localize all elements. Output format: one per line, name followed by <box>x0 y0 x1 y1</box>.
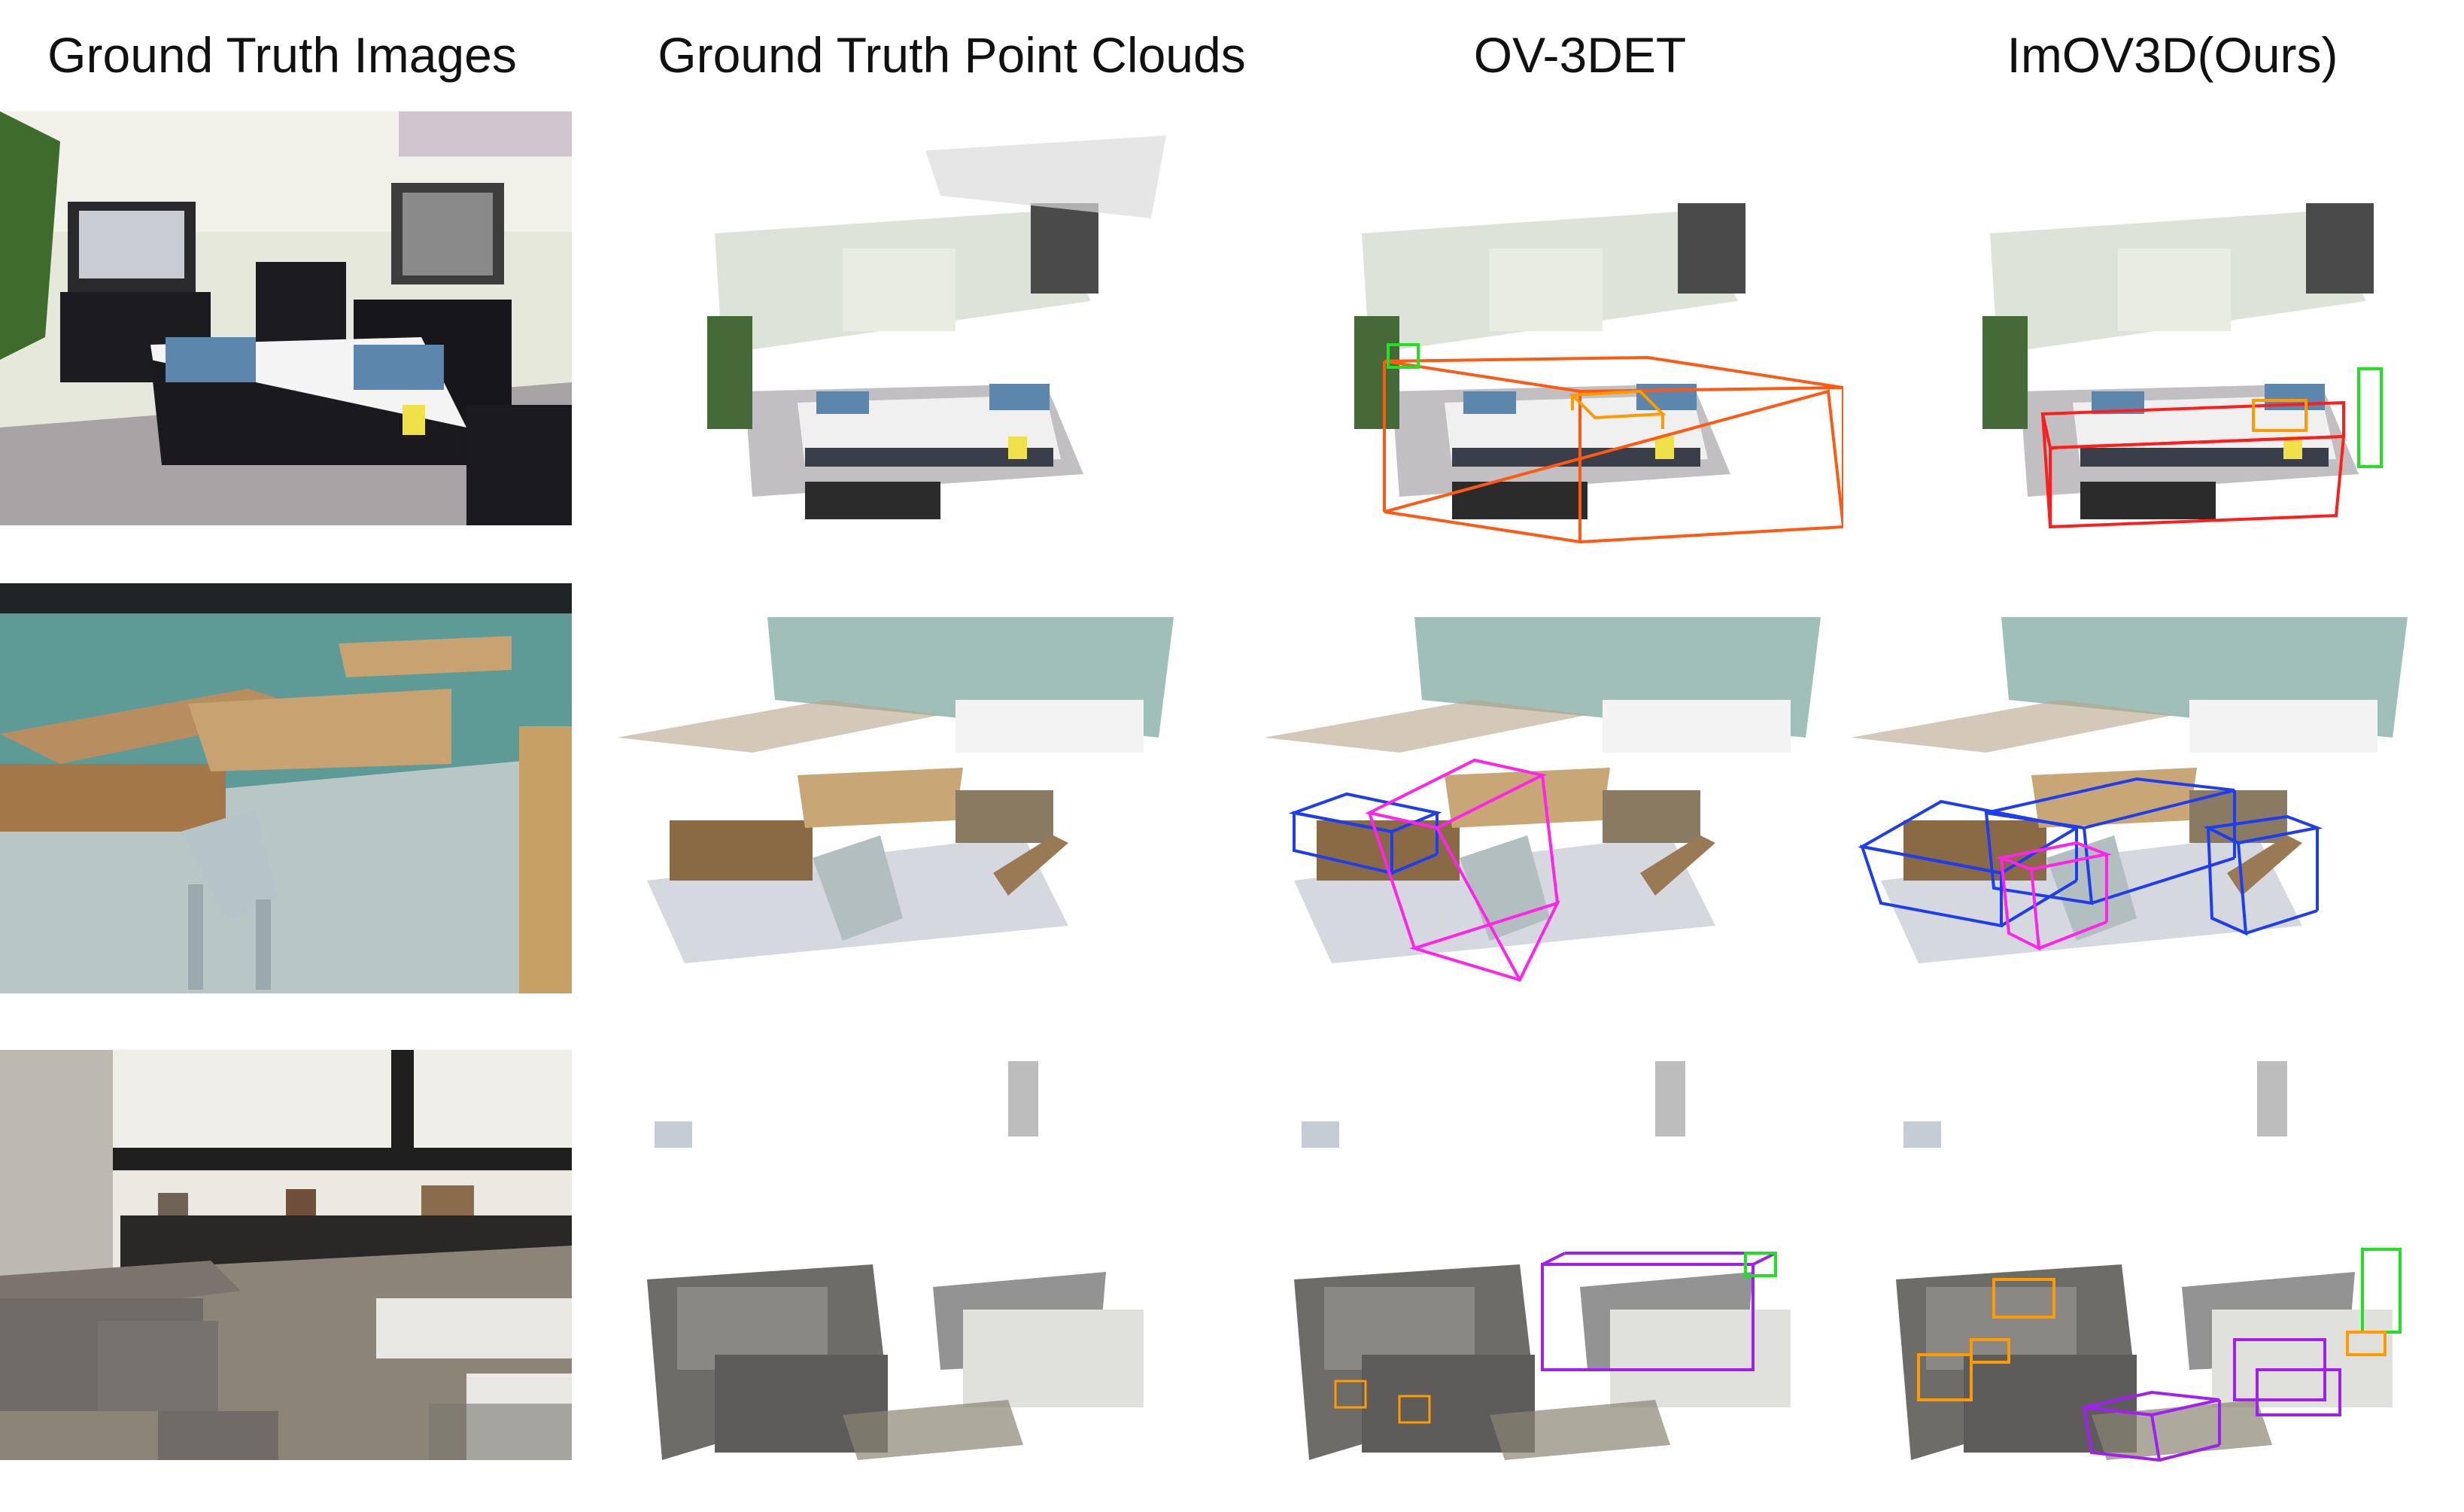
row3-ov3det-result <box>1264 1039 1851 1498</box>
row1-ov3det-result <box>1271 105 1843 557</box>
row3-ground-truth-image <box>0 1050 572 1460</box>
pillow-bounding-boxes <box>1917 1278 2387 1401</box>
bench-bounding-box-right <box>2203 814 2323 936</box>
pillow-bounding-box <box>2252 399 2308 432</box>
lamp-bounding-box <box>1744 1252 1777 1277</box>
row2-ground-truth-image <box>0 583 572 993</box>
plant-bounding-box <box>2357 367 2383 468</box>
column-title-ov-3det: OV-3DET <box>1473 27 1687 83</box>
chair-bounding-box <box>1365 758 1560 982</box>
row3-ground-truth-point-cloud <box>617 1039 1204 1498</box>
row3-imov3d-result <box>1866 1039 2453 1498</box>
column-title-ground-truth-images: Ground Truth Images <box>47 27 517 83</box>
row2-imov3d-result <box>1836 587 2464 1009</box>
sofa-bounding-box <box>1541 1252 1776 1371</box>
row2-ground-truth-point-cloud <box>602 587 1204 993</box>
row2-ov3det-result <box>1249 587 1851 993</box>
bed-bounding-box <box>2040 400 2346 529</box>
plant-bounding-box <box>1387 343 1420 369</box>
bench-bounding-box <box>1288 792 1442 875</box>
row1-ground-truth-point-cloud <box>624 105 1196 557</box>
ottoman-bounding-box <box>2082 1390 2221 1462</box>
pillow-bounding-box <box>1569 389 1666 429</box>
column-title-ground-truth-point-clouds: Ground Truth Point Clouds <box>658 27 1246 83</box>
bed-bounding-box <box>1383 355 1843 544</box>
pillow-bounding-boxes <box>1334 1380 1431 1424</box>
row1-ground-truth-image <box>0 111 572 525</box>
chair-bounding-box <box>1995 841 2113 951</box>
row1-imov3d-result <box>1900 105 2464 572</box>
column-title-imov3d-ours: ImOV3D(Ours) <box>2007 27 2338 83</box>
sofa-bounding-box <box>2233 1338 2341 1416</box>
